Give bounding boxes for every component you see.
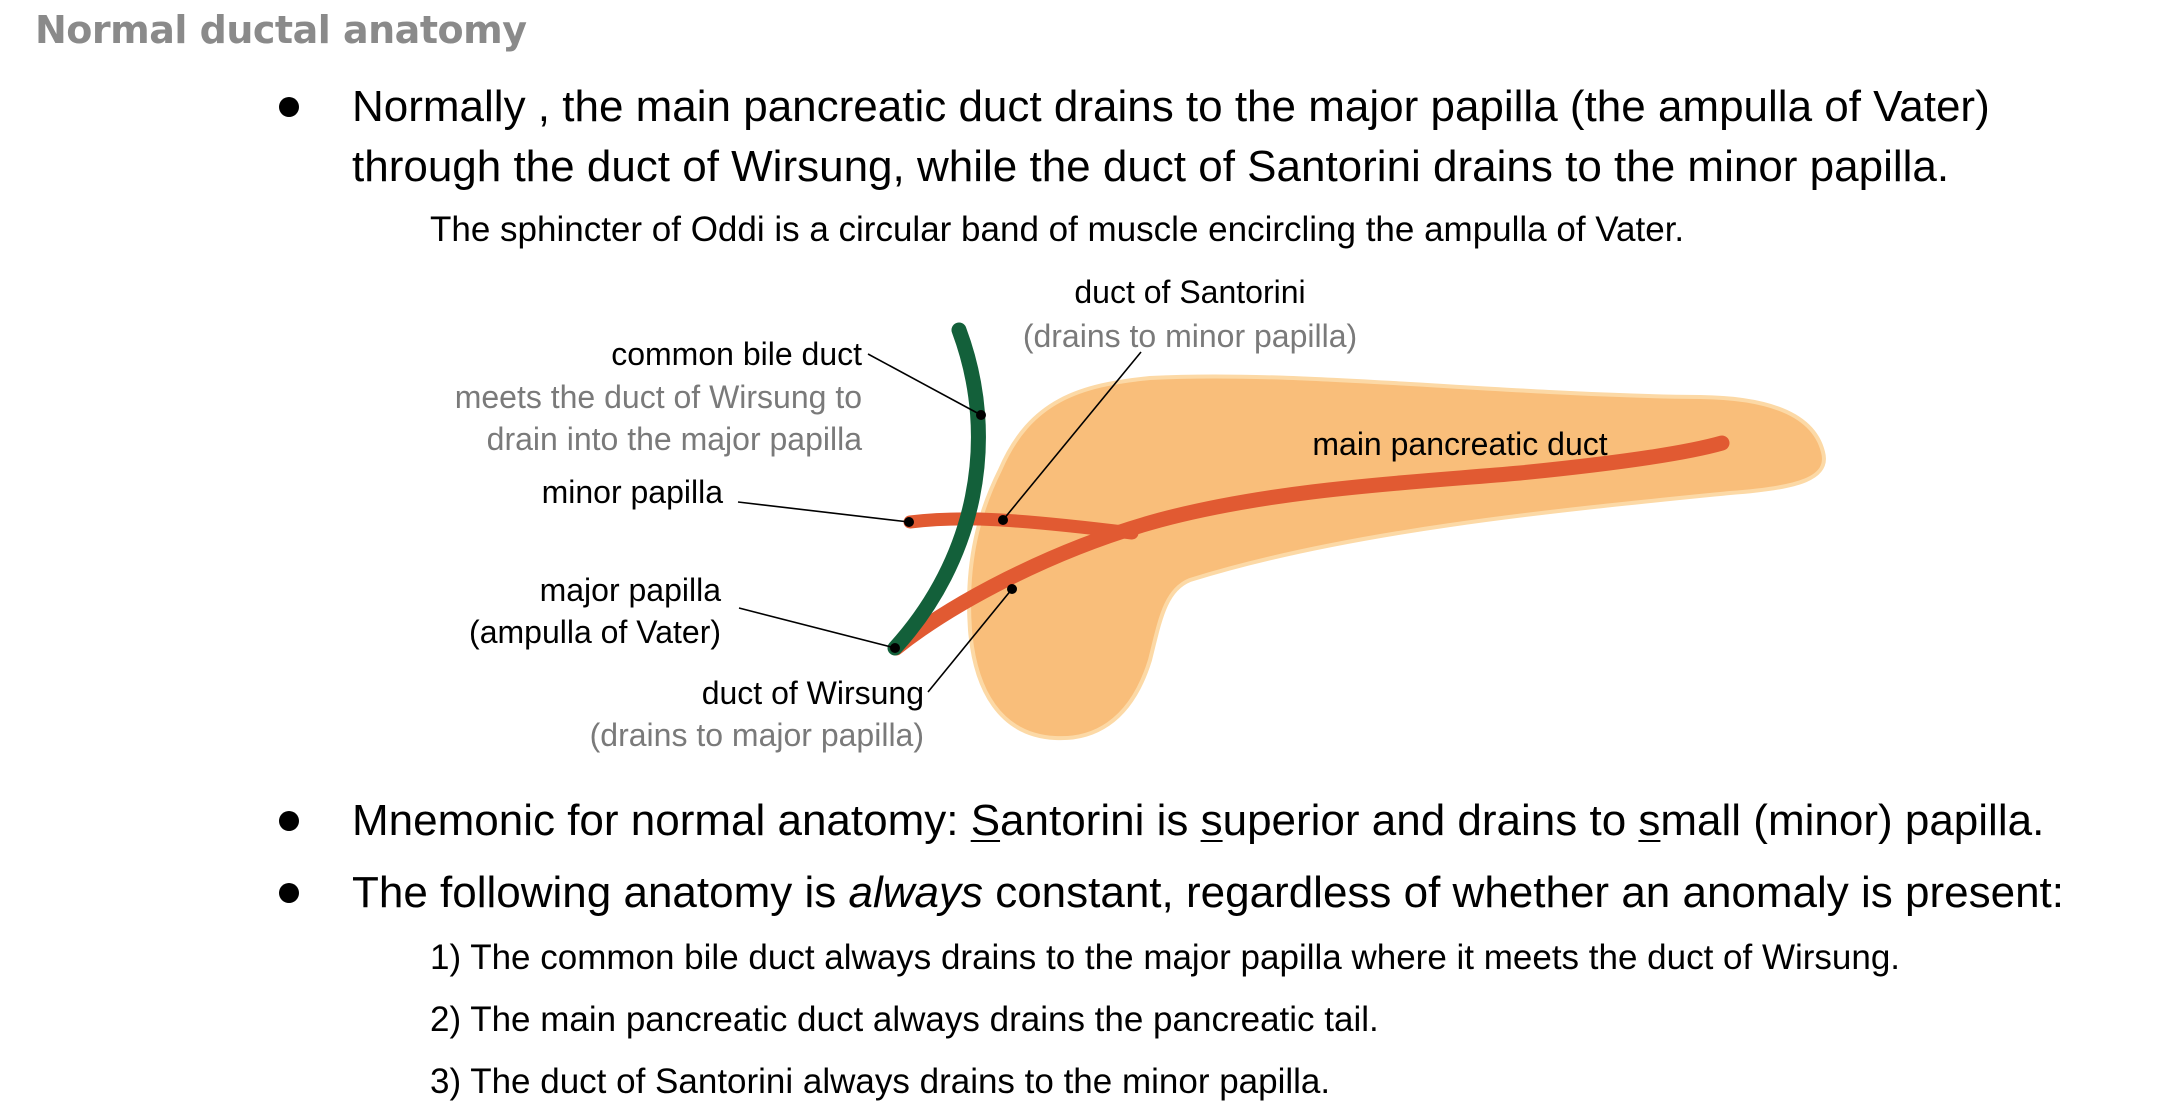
bullet-3-emphasis: always: [848, 868, 983, 917]
common-bile-duct: [887, 322, 986, 656]
bullet-3-suffix: constant, regardless of whether an anoma…: [982, 868, 2064, 917]
bullet-1-line-1: Normally , the main pancreatic duct drai…: [352, 82, 1990, 131]
bullet-dot: [279, 811, 299, 831]
label-santorini-sub: (drains to minor papilla): [1023, 318, 1357, 354]
leader-line-minor-papilla: [737, 501, 910, 523]
list-item-3: 3) The duct of Santorini always drains t…: [430, 1062, 1331, 1101]
leader-line-major-papilla: [738, 607, 896, 649]
mnemonic-part: uperior and drains to: [1222, 796, 1639, 845]
marker-minor-papilla: [904, 517, 914, 527]
label-major-papilla: major papilla: [540, 572, 722, 608]
leader-line-wirsung: [927, 588, 1013, 693]
bullet-dot: [279, 97, 299, 117]
santorini-duct: [903, 512, 1139, 540]
marker-cbd: [976, 410, 986, 420]
list-item-1: 1) The common bile duct always drains to…: [430, 938, 1901, 977]
label-wirsung: duct of Wirsung: [702, 675, 924, 711]
mnemonic-underlined-s: s: [1200, 796, 1223, 845]
mnemonic-prefix: Mnemonic for normal anatomy:: [352, 796, 971, 845]
leader-line-cbd: [867, 353, 982, 416]
mnemonic-underlined-s: S: [970, 796, 1001, 845]
label-cbd-sub-2: drain into the major papilla: [487, 421, 863, 457]
label-main-pancreatic-duct: main pancreatic duct: [1312, 426, 1607, 462]
mnemonic-part: antorini is: [1000, 796, 1201, 845]
label-cbd-sub-1: meets the duct of Wirsung to: [455, 379, 862, 415]
bullet-2-mnemonic: Mnemonic for normal anatomy: Santorini i…: [352, 791, 2044, 851]
marker-wirsung: [1007, 584, 1017, 594]
page-title: Normal ductal anatomy: [35, 8, 527, 52]
mnemonic-part: mall (minor) papilla.: [1660, 796, 2045, 845]
marker-santorini: [998, 515, 1008, 525]
bullet-3-prefix: The following anatomy is: [352, 868, 849, 917]
bullet-dot: [279, 883, 299, 903]
bullet-1-line-2: through the duct of Wirsung, while the d…: [352, 142, 1950, 191]
bullet-3-constant-anatomy: The following anatomy is always constant…: [352, 863, 2064, 923]
label-wirsung-sub: (drains to major papilla): [590, 717, 924, 753]
label-santorini: duct of Santorini: [1074, 274, 1305, 310]
list-item-2: 2) The main pancreatic duct always drain…: [430, 1000, 1379, 1039]
label-minor-papilla: minor papilla: [542, 474, 724, 510]
marker-major-papilla: [890, 643, 900, 653]
main-pancreatic-duct: [888, 435, 1730, 656]
bullet-1-subtext: The sphincter of Oddi is a circular band…: [430, 210, 1685, 249]
label-major-papilla-sub: (ampulla of Vater): [469, 614, 721, 650]
label-cbd: common bile duct: [611, 336, 862, 372]
leader-line-santorini: [1002, 351, 1142, 521]
mnemonic-underlined-s: s: [1638, 796, 1661, 845]
